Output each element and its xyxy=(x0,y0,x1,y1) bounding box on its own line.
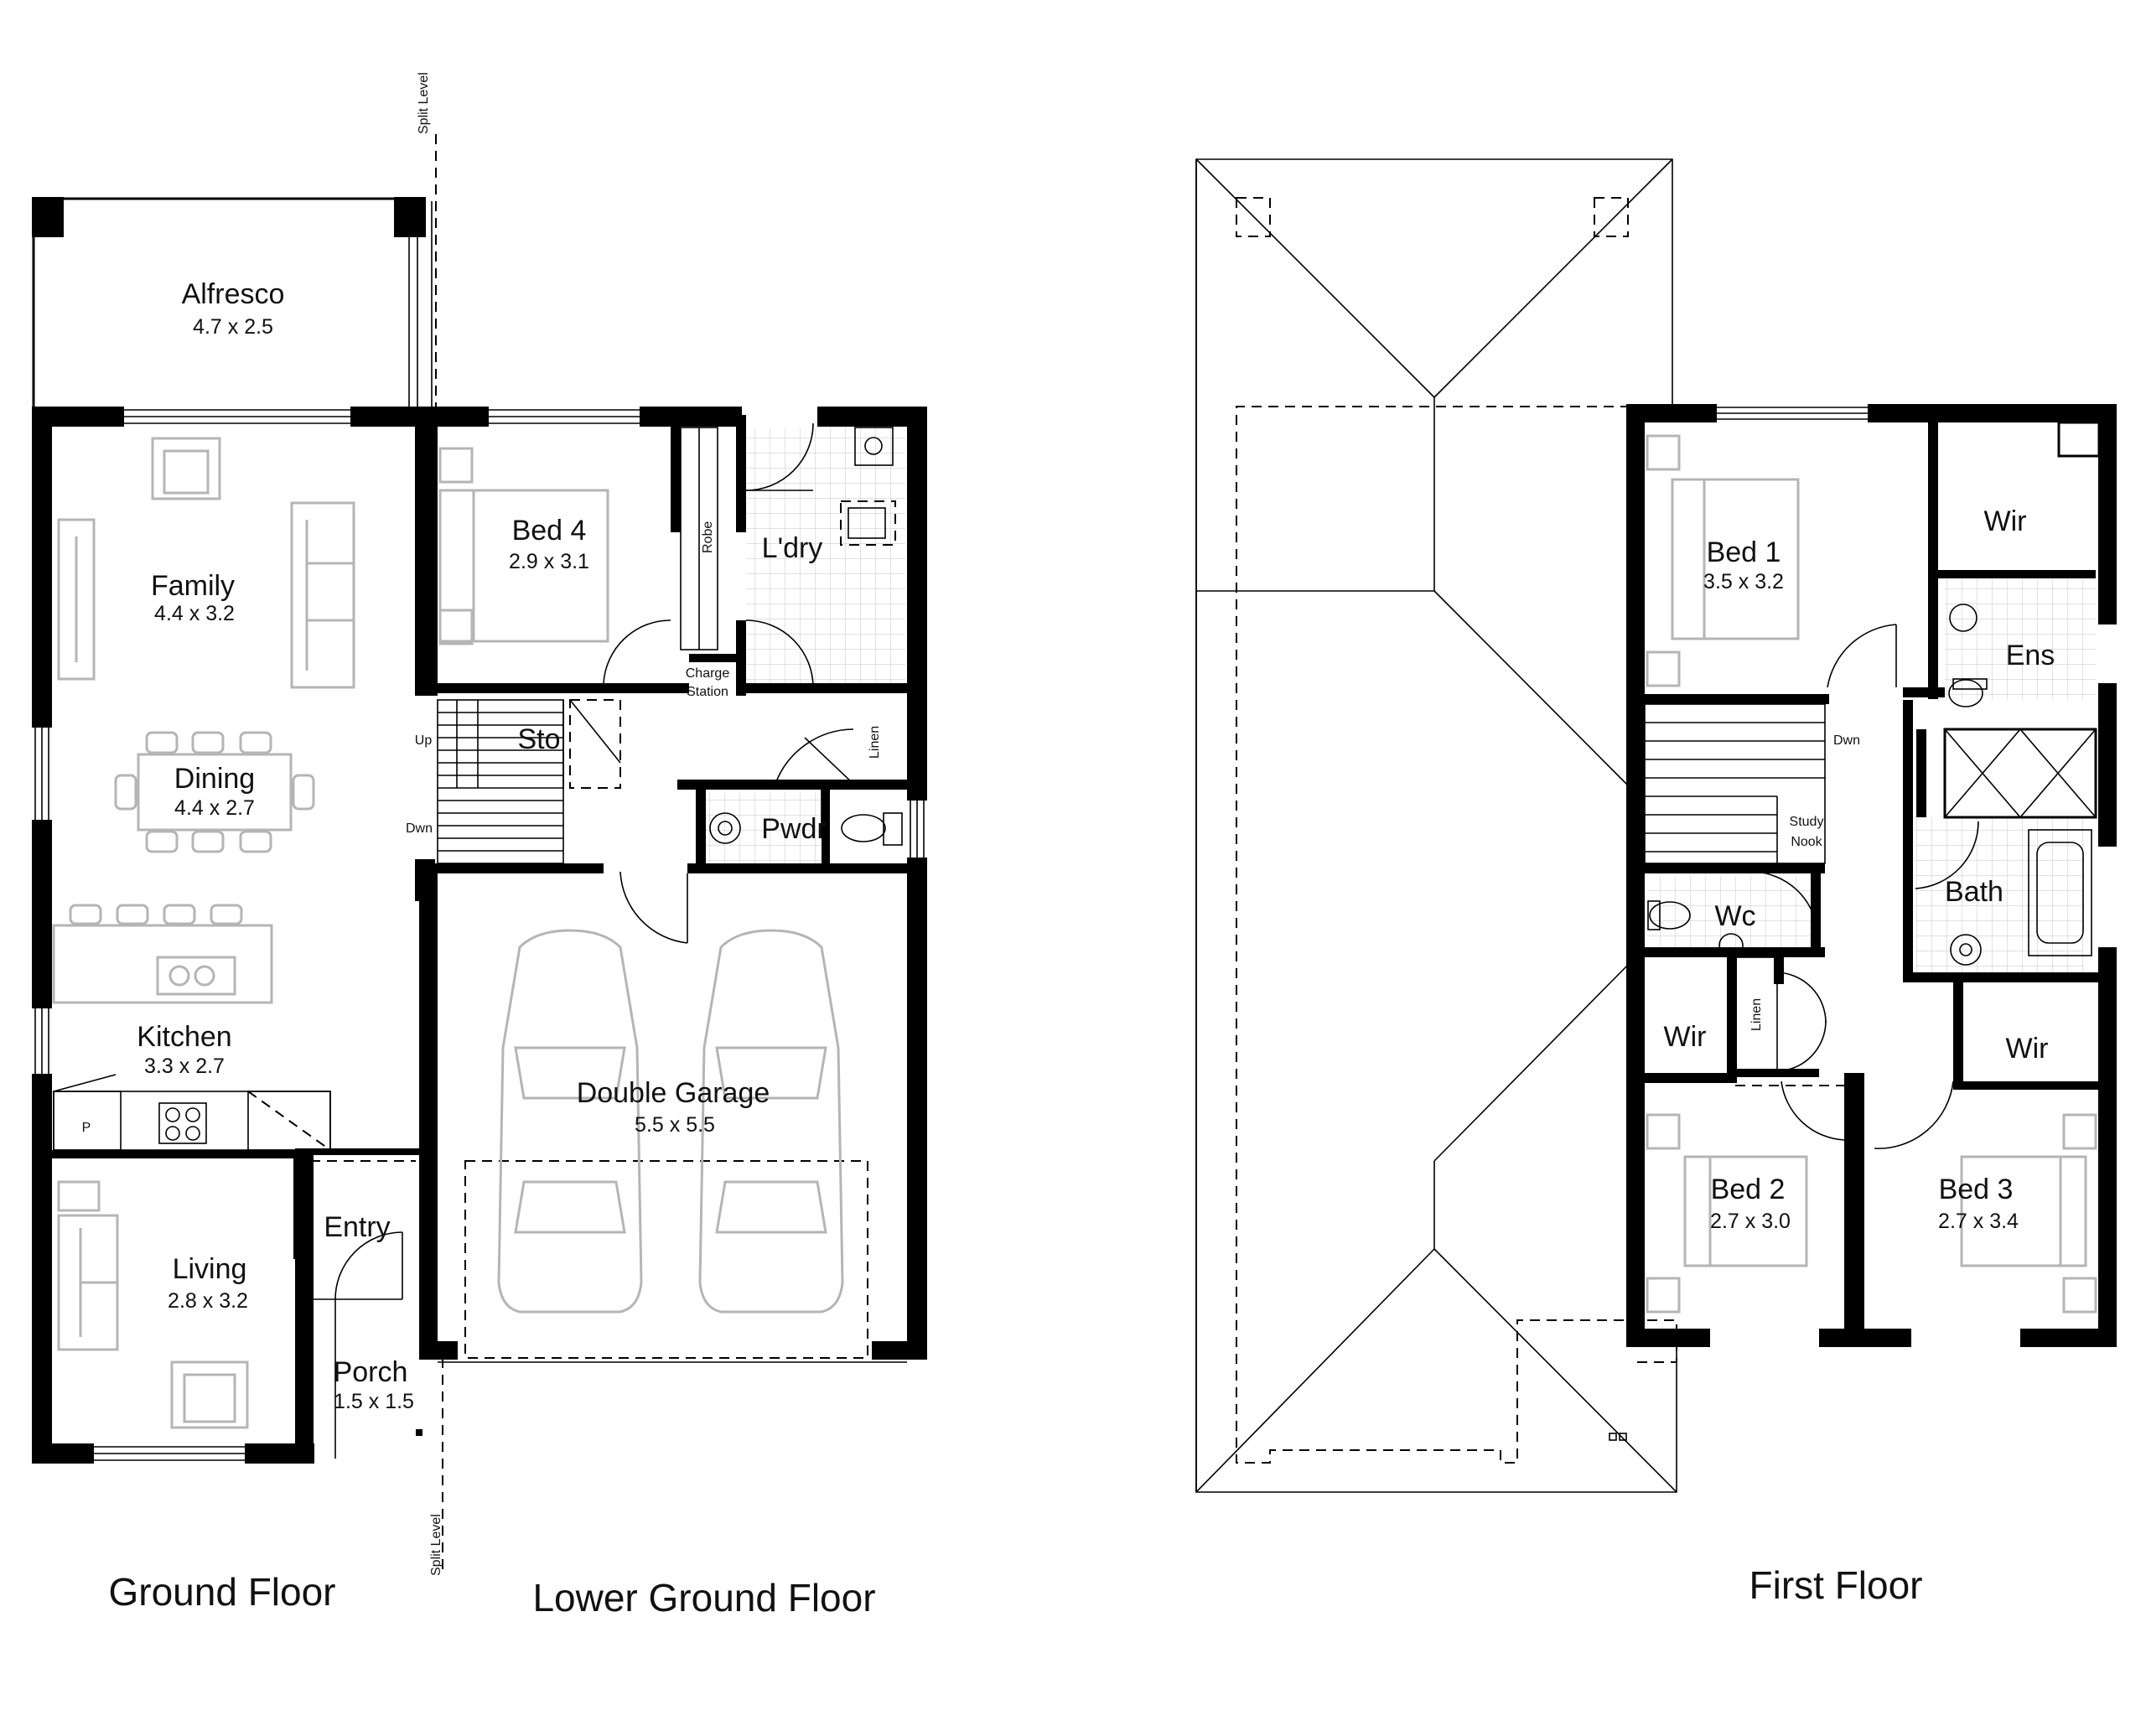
stairs-up-label: Up xyxy=(415,733,433,748)
bed3-label: Bed 3 xyxy=(1939,1174,2014,1205)
family-label: Family xyxy=(151,570,235,602)
linen-first-label: Linen xyxy=(1749,998,1764,1031)
porch-dimension: 1.5 x 1.5 xyxy=(334,1390,414,1413)
split-level-top-label: Split Level xyxy=(417,72,431,134)
pantry-label: P xyxy=(82,1121,91,1135)
wc-floor-tiles xyxy=(1647,876,1815,956)
bath-label: Bath xyxy=(1945,876,2003,908)
kitchen-label: Kitchen xyxy=(137,1021,231,1053)
bed4-label: Bed 4 xyxy=(512,515,587,547)
lower-ground-floor-title: Lower Ground Floor xyxy=(532,1576,875,1619)
car-right xyxy=(698,929,844,1314)
bed1-label: Bed 1 xyxy=(1707,536,1781,568)
wir-bed2-label: Wir xyxy=(1664,1021,1707,1053)
alfresco-post xyxy=(394,197,426,237)
ground-floor-title: Ground Floor xyxy=(108,1570,335,1614)
kitchen-dimension: 3.3 x 2.7 xyxy=(144,1055,225,1078)
linen-lower-label: Linen xyxy=(868,726,882,759)
dining-label: Dining xyxy=(174,763,255,795)
wir-bed3-label: Wir xyxy=(2006,1033,2049,1065)
laundry-floor-tiles xyxy=(746,419,905,683)
ensuite-label: Ens xyxy=(2006,640,2055,671)
bath-floor-tiles xyxy=(1915,817,2083,977)
powder-label: Pwdr xyxy=(761,813,826,845)
alfresco-dimension: 4.7 x 2.5 xyxy=(193,315,273,339)
bed3-dimension: 2.7 x 3.4 xyxy=(1938,1210,2019,1233)
living-dimension: 2.8 x 3.2 xyxy=(168,1289,248,1313)
ground-floor-plan xyxy=(30,134,905,1576)
storage-label: Sto xyxy=(517,723,560,755)
entry-label: Entry xyxy=(324,1211,390,1243)
labels: Split Level Split Level Alfresco 4.7 x 2… xyxy=(82,72,2055,1619)
living-label: Living xyxy=(173,1253,247,1285)
dining-dimension: 4.4 x 2.7 xyxy=(174,796,255,820)
family-dimension: 4.4 x 3.2 xyxy=(154,602,235,625)
powder-floor-tiles xyxy=(704,792,822,872)
wir-bed1-label: Wir xyxy=(1984,505,2027,537)
laundry-label: L'dry xyxy=(762,532,823,564)
first-floor-title: First Floor xyxy=(1749,1563,1923,1607)
first-floor-plan xyxy=(1195,158,2118,1493)
bed2-dimension: 2.7 x 3.0 xyxy=(1710,1210,1791,1233)
garage-dimension: 5.5 x 5.5 xyxy=(635,1113,715,1137)
lower-ground-floor-plan xyxy=(419,405,929,1363)
alfresco-label: Alfresco xyxy=(182,278,285,310)
bed4-dimension: 2.9 x 3.1 xyxy=(509,550,589,573)
car-left xyxy=(497,929,643,1314)
garage-label: Double Garage xyxy=(577,1077,770,1109)
bed2-label: Bed 2 xyxy=(1711,1174,1786,1205)
stairs-down-label: Dwn xyxy=(406,821,433,836)
porch-label: Porch xyxy=(334,1356,408,1388)
alfresco-post xyxy=(32,197,64,237)
stairs-down-first-label: Dwn xyxy=(1833,733,1860,748)
bed1-dimension: 3.5 x 3.2 xyxy=(1703,570,1784,593)
robe-label: Robe xyxy=(701,521,715,553)
split-level-bottom-label: Split Level xyxy=(429,1514,443,1576)
wc-label: Wc xyxy=(1714,900,1755,932)
